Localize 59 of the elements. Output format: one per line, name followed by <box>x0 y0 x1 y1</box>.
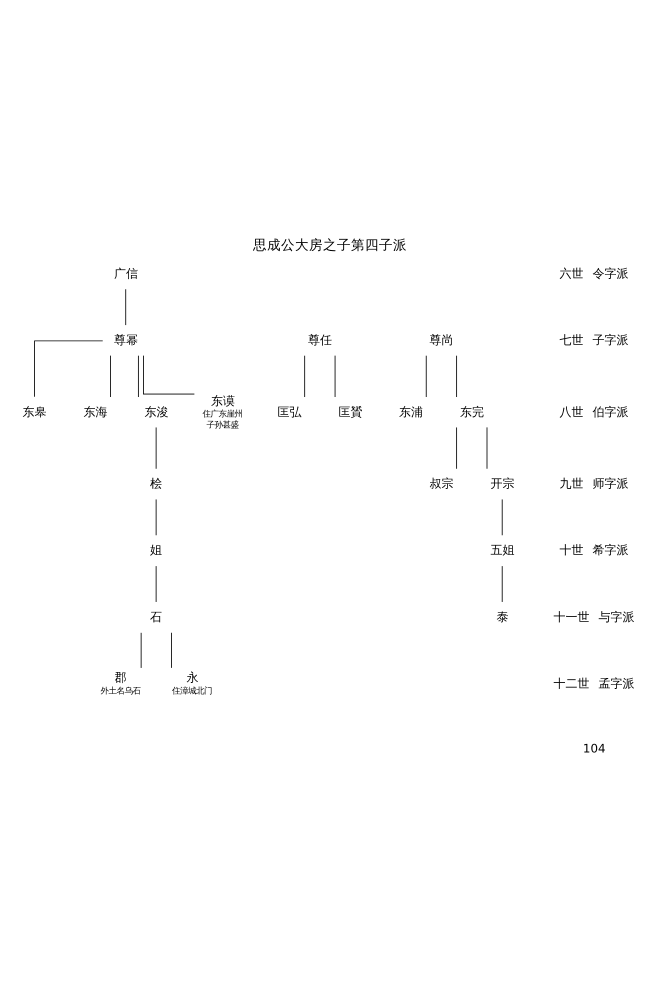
connector <box>502 566 503 602</box>
connector <box>125 288 126 326</box>
label: 六世 <box>560 266 584 280</box>
label: 与字派 <box>598 610 634 624</box>
node-text: 广信 <box>114 266 138 280</box>
label: 令字派 <box>592 266 629 280</box>
node-text: 叔宗 <box>430 476 454 491</box>
connector <box>34 340 104 398</box>
node-text: 尊幂 <box>114 333 138 348</box>
connector <box>156 499 157 536</box>
node-text: 尊任 <box>308 333 332 348</box>
node-text: 姐 <box>150 543 162 558</box>
node-label: 住广东崖州 <box>202 408 243 418</box>
connector <box>502 499 503 536</box>
label: 孟字派 <box>598 676 634 691</box>
connector <box>426 355 427 398</box>
node-text: 东海 <box>84 404 108 419</box>
node-label: 子孙甚盛 <box>206 419 238 430</box>
label: 伯字派 <box>592 404 629 419</box>
label: 九世 <box>560 476 584 491</box>
node-text: 永 <box>186 670 199 685</box>
label: 师字派 <box>592 476 629 491</box>
label: 七世 <box>560 333 584 348</box>
label: 十一世 <box>554 610 590 624</box>
node-text: 东浚 <box>144 404 168 419</box>
connector <box>486 427 488 470</box>
node-label: 住漳城北门 <box>172 685 212 696</box>
connector <box>171 632 172 668</box>
node-text: 郡 <box>114 670 127 685</box>
connector <box>140 632 142 668</box>
node-text: 东完 <box>460 404 484 419</box>
connector <box>156 566 157 602</box>
connector <box>143 355 195 394</box>
node-text: 开宗 <box>490 476 514 491</box>
node-label: 外土名乌石 <box>100 685 140 696</box>
node-text: 匡贇 <box>338 404 362 419</box>
node-text: 东皋 <box>22 404 47 419</box>
label: 十二世 <box>554 676 590 691</box>
connector <box>110 355 111 398</box>
label: 子字派 <box>592 333 629 348</box>
node-text: 石 <box>150 610 162 624</box>
connector <box>156 427 157 470</box>
node-text: 泰 <box>496 610 508 624</box>
label: 十世 <box>560 543 584 558</box>
label: 104 <box>582 742 606 756</box>
node-text: 五姐 <box>490 543 514 558</box>
connector <box>334 355 336 398</box>
node-text: 桧 <box>150 476 162 491</box>
connector <box>138 355 139 398</box>
node-text: 匡弘 <box>278 404 302 419</box>
node-text: 东谟 <box>210 394 235 408</box>
node-text: 东浦 <box>399 404 424 419</box>
diagram-title: 思成公大房之子第四子派 <box>253 238 407 254</box>
label: 八世 <box>560 404 584 419</box>
connector <box>304 355 306 398</box>
label: 希字派 <box>592 543 629 558</box>
node-text: 尊尚 <box>430 333 454 348</box>
connector <box>456 355 458 398</box>
connector <box>456 427 458 470</box>
